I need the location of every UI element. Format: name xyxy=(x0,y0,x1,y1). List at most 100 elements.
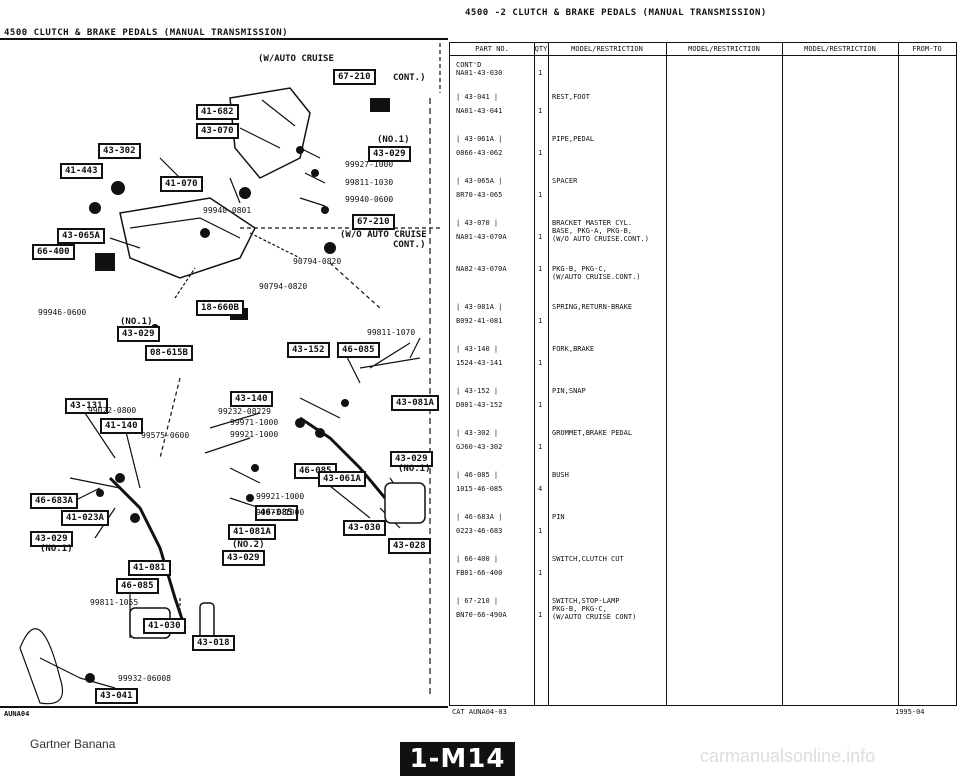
desc-cell: SPACER xyxy=(552,177,578,185)
part-number: 99811-1030 xyxy=(345,178,394,187)
ref-cell: | 43-065A | xyxy=(456,177,503,185)
part-number: 99971-1000 xyxy=(256,508,305,517)
part-cell: NA01-43-041 xyxy=(456,107,503,115)
callout-box: 43-302 xyxy=(98,143,141,159)
part-cell: 1015-46-085 xyxy=(456,485,503,493)
col-model-1: MODEL/RESTRICTION xyxy=(571,45,643,53)
ref-cell: | 43-302 | xyxy=(456,429,499,437)
col-divider xyxy=(782,43,783,705)
part-number: 99022-0800 xyxy=(88,406,137,415)
col-from-to: FROM-TO xyxy=(912,45,942,53)
callout-box: 41-081A xyxy=(228,524,276,540)
part-number: 99811-1055 xyxy=(90,598,139,607)
ref-cell: | 66-400 | xyxy=(456,555,499,563)
ref-cell: | 43-041 | xyxy=(456,93,499,101)
note-cont: CONT.) xyxy=(393,73,426,83)
page-code: 1-M14 xyxy=(400,742,515,776)
part-cell: 8R70-43-065 xyxy=(456,191,503,199)
callout-box: 41-443 xyxy=(60,163,103,179)
callout-box: 46-085 xyxy=(255,505,298,521)
part-cell: GJ60-43-302 xyxy=(456,443,503,451)
col-qty: QTY xyxy=(534,45,548,53)
ref-cell: | 46-085 | xyxy=(456,471,499,479)
callout-box: 43-029 xyxy=(390,451,433,467)
part-number: 99940-0801 xyxy=(203,206,252,215)
note-no1: (NO.1) xyxy=(40,544,73,554)
part-number: 99946-0600 xyxy=(38,308,87,317)
desc-cell: FORK,BRAKE xyxy=(552,345,595,353)
qty-cell: 1 xyxy=(538,149,543,157)
part-number: 99932-06008 xyxy=(118,674,171,683)
callout-box: 43-029 xyxy=(222,550,265,566)
callout-box: 43-029 xyxy=(368,146,411,162)
callout-box: 43-029 xyxy=(117,326,160,342)
ref-cell: | 43-070 | xyxy=(456,219,499,227)
part-cell: NA01-43-070A xyxy=(456,233,507,241)
left-code: AUNA04 xyxy=(4,710,30,718)
callout-box: 43-070 xyxy=(196,123,239,139)
right-page-title: 4500 -2 CLUTCH & BRAKE PEDALS (MANUAL TR… xyxy=(465,8,767,18)
part-cell: 0223-46-683 xyxy=(456,527,503,535)
qty-cell: 1 xyxy=(538,611,543,619)
callout-box: 67-210 xyxy=(333,69,376,85)
desc-cell: PKG-B, PKG-C, (W/AUTO CRUISE.CONT.) xyxy=(552,265,641,281)
note-no1: (NO.1) xyxy=(377,135,410,145)
callout-box: 41-070 xyxy=(160,176,203,192)
callout-box: 08-615B xyxy=(145,345,193,361)
part-number: 99575-0600 xyxy=(141,431,190,440)
issue-date: 1995-04 xyxy=(895,708,925,716)
part-cell: 0866-43-062 xyxy=(456,149,503,157)
part-cell: 1524-43-141 xyxy=(456,359,503,367)
qty-cell: 1 xyxy=(538,191,543,199)
part-number: 99232-08229 xyxy=(218,407,271,416)
note-wo-auto-cruise: (W/O AUTO CRUISE xyxy=(340,230,427,240)
qty-cell: 1 xyxy=(538,527,543,535)
qty-cell: 4 xyxy=(538,485,543,493)
brand-label: Gartner Banana xyxy=(30,737,116,751)
callout-box: 43-081A xyxy=(391,395,439,411)
callout-box: 67-210 xyxy=(352,214,395,230)
col-part-no: PART NO. xyxy=(475,45,509,53)
left-page-title: 4500 CLUTCH & BRAKE PEDALS (MANUAL TRANS… xyxy=(4,28,289,38)
callout-box: 43-028 xyxy=(388,538,431,554)
callout-box: 66-400 xyxy=(32,244,75,260)
qty-cell: 1 xyxy=(538,401,543,409)
part-number: 99940-0600 xyxy=(345,195,394,204)
col-model-2: MODEL/RESTRICTION xyxy=(688,45,760,53)
col-divider xyxy=(666,43,667,705)
desc-cell: PIN xyxy=(552,513,565,521)
qty-cell: 1 xyxy=(538,233,543,241)
qty-cell: 1 xyxy=(538,317,543,325)
callout-box: 41-030 xyxy=(143,618,186,634)
col-model-3: MODEL/RESTRICTION xyxy=(804,45,876,53)
watermark: carmanualsonline.info xyxy=(700,746,876,766)
callout-box: 18-660B xyxy=(196,300,244,316)
part-cell: D001-43-152 xyxy=(456,401,503,409)
qty-cell: 1 xyxy=(538,443,543,451)
part-number: 99927-1000 xyxy=(345,160,394,169)
ref-cell: | 43-061A | xyxy=(456,135,503,143)
qty-cell: 1 xyxy=(538,107,543,115)
callout-box: 46-683A xyxy=(30,493,78,509)
desc-cell: PIN,SNAP xyxy=(552,387,586,395)
part-number: 99921-1000 xyxy=(230,430,279,439)
desc-cell: BUSH xyxy=(552,471,569,479)
qty-cell: 1 xyxy=(538,69,543,77)
callout-box: 43-041 xyxy=(95,688,138,704)
exploded-parts-diagram: 41-682 43-070 43-302 41-443 41-070 43-06… xyxy=(0,38,448,708)
desc-cell: BRACKET MASTER CYL. BASE, PKG-A, PKG-B, … xyxy=(552,219,649,243)
bottom-rule-left xyxy=(0,706,448,708)
callout-box: 43-131 xyxy=(65,398,108,414)
part-number: 90794-0820 xyxy=(259,282,308,291)
callout-box: 41-081 xyxy=(128,560,171,576)
note-w-auto-cruise: (W/AUTO CRUISE xyxy=(258,54,334,64)
part-cell: CONT'D NA01-43-030 xyxy=(456,61,503,77)
top-rule-left xyxy=(0,38,448,40)
callout-box: 43-018 xyxy=(192,635,235,651)
parts-table: PART NO. QTY MODEL/RESTRICTION MODEL/RES… xyxy=(449,42,957,706)
table-header: PART NO. QTY MODEL/RESTRICTION MODEL/RES… xyxy=(450,43,956,56)
part-cell: BN70-66-490A xyxy=(456,611,507,619)
part-cell: FB01-66-400 xyxy=(456,569,503,577)
part-number: 99971-1000 xyxy=(230,418,279,427)
callout-box: 46-085 xyxy=(116,578,159,594)
